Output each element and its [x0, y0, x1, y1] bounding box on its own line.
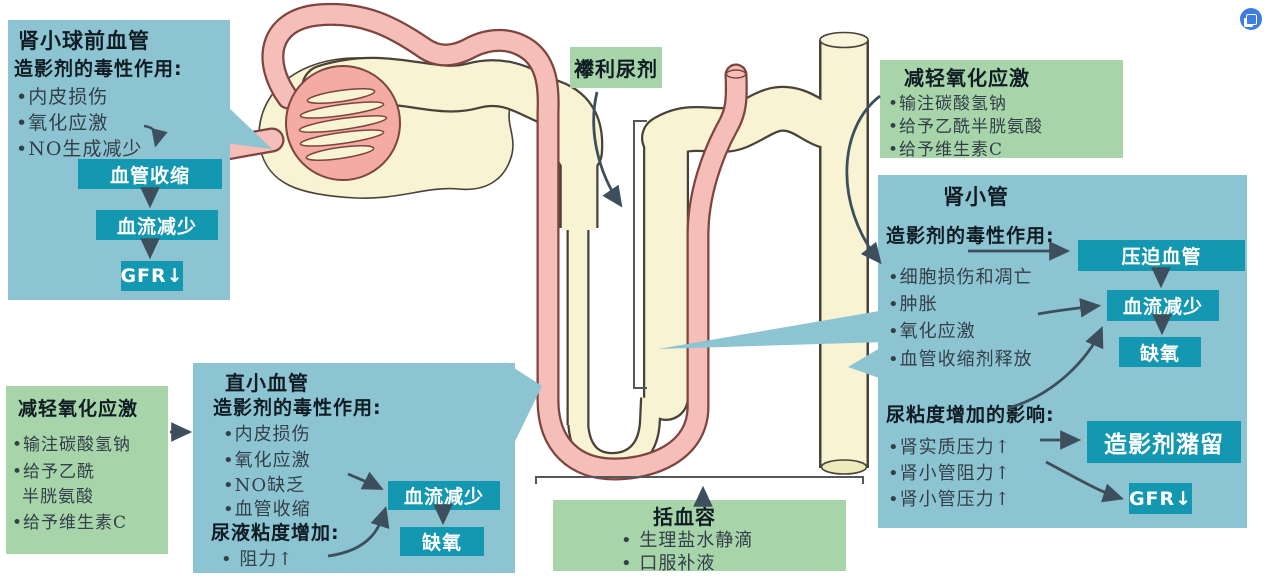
panel-subtitle: 尿粘度增加的影响: — [886, 404, 1055, 426]
glomerulus — [285, 65, 401, 181]
flow-chip-contrast-retention: 造影剂潴留 — [1087, 421, 1241, 463]
bullet-item: •输注碳酸氢钠 — [888, 94, 1008, 114]
flow-chip-hypoxia: 缺氧 — [400, 527, 484, 556]
duct-bottom-opening — [820, 459, 868, 475]
panel-subtitle: 造影剂的毒性作用: — [886, 225, 1055, 247]
flow-chip-gfr-down: GFR↓ — [120, 261, 183, 291]
bullet-item: 半胱氨酸 — [22, 487, 94, 507]
bullet-item: • 阻力↑ — [221, 549, 294, 570]
bullet-item: •肾小管阻力↑ — [888, 463, 1011, 484]
bullet-item: •血管收缩 — [223, 499, 311, 520]
proximal-tubule — [303, 59, 602, 174]
flow-chip-reduced-flow: 血流减少 — [388, 481, 500, 510]
bullet-item: •细胞损伤和凋亡 — [888, 267, 1033, 288]
translate-glyph — [1245, 13, 1257, 25]
bullet-item: •肾小管压力↑ — [888, 489, 1011, 510]
bullet-item: • 生理盐水静滴 — [621, 530, 754, 551]
panel-oxidative-left: 减轻氧化应激 •输注碳酸氢钠 •给予乙酰 半胱氨酸 •给予维生素C — [6, 386, 168, 554]
bullet-item: • 口服补液 — [621, 553, 716, 574]
bullet-item: •输注碳酸氢钠 — [12, 435, 132, 455]
panel-title: 直小血管 — [225, 371, 309, 395]
bullet-item: •给予乙酰 — [12, 462, 96, 482]
vasa-recta-vessel — [263, 5, 746, 479]
bullet-item: •氧化应激 — [888, 321, 976, 342]
flow-chip-reduced-flow: 血流减少 — [96, 210, 218, 240]
panel-subtitle: 造影剂的毒性作用: — [213, 397, 382, 419]
flow-chip-reduced-flow: 血流减少 — [1107, 290, 1219, 321]
bullet-item: •给予维生素C — [888, 140, 1004, 160]
tubule-fills — [303, 40, 867, 472]
flow-chip-vessel-compression: 压迫血管 — [1078, 240, 1245, 271]
bullet-item: •肾实质压力↑ — [888, 437, 1011, 458]
bullet-item: •NO缺乏 — [223, 475, 306, 496]
panel-title: 肾小球前血管 — [18, 29, 150, 53]
bullet-item: •氧化应激 — [223, 450, 311, 471]
panel-title: 减轻氧化应激 — [904, 66, 1030, 90]
bullet-item: •内皮损伤 — [223, 424, 311, 445]
panel-volume-expansion: 括血容 • 生理盐水静滴 • 口服补液 — [553, 500, 846, 574]
flow-chip-hypoxia: 缺氧 — [1119, 337, 1201, 367]
translate-badge-icon[interactable] — [1240, 8, 1262, 30]
bullet-item: •内皮损伤 — [16, 86, 109, 108]
panel-oxidative-right: 减轻氧化应激 •输注碳酸氢钠 •给予乙酰半胱氨酸 •给予维生素C — [880, 60, 1123, 160]
panel-loop-diuretic: 襻利尿剂 — [570, 47, 662, 88]
bullet-item: •NO生成减少 — [16, 138, 143, 160]
bullet-item: •给予维生素C — [12, 513, 128, 533]
panel-title: 减轻氧化应激 — [18, 398, 139, 420]
flow-chip-gfr-down: GFR↓ — [1129, 483, 1192, 514]
bullet-item: •肿胀 — [888, 294, 938, 315]
flow-chip-vasoconstriction: 血管收缩 — [78, 159, 222, 189]
panel-title: 括血容 — [653, 505, 716, 529]
bullet-item: •血管收缩剂释放 — [888, 349, 1033, 370]
panel-subtitle: 造影剂的毒性作用: — [14, 58, 183, 80]
bullet-item: •氧化应激 — [16, 112, 109, 134]
panel-title: 襻利尿剂 — [574, 57, 658, 81]
distal-tubule — [643, 88, 866, 159]
panel-subtitle: 尿液粘度增加: — [211, 522, 340, 544]
panel-title: 肾小管 — [943, 185, 1009, 209]
bullet-item: •给予乙酰半胱氨酸 — [888, 117, 1044, 137]
duct-top-opening — [819, 31, 869, 49]
